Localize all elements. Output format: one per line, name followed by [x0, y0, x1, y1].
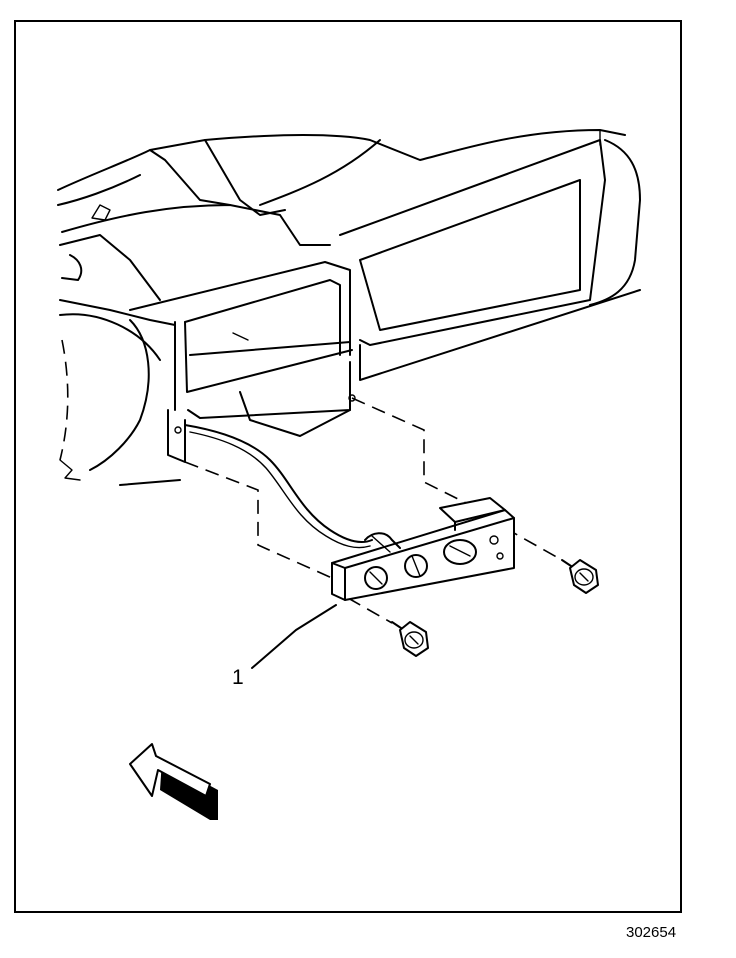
- callout-leader: [251, 604, 337, 669]
- right-panel-opening: [339, 129, 641, 381]
- front-of-vehicle-arrow-icon: [129, 743, 218, 820]
- diagram-frame: [14, 20, 682, 913]
- screw-icon: [561, 559, 599, 594]
- screw-icon: [391, 621, 429, 657]
- wiring-harness: [184, 424, 373, 549]
- figure-number: 302654: [626, 924, 677, 941]
- mounting-bracket: [129, 261, 356, 463]
- hvac-control-assembly: [331, 497, 515, 601]
- callout-label: 1: [232, 666, 244, 689]
- dashboard-outline: [57, 129, 626, 486]
